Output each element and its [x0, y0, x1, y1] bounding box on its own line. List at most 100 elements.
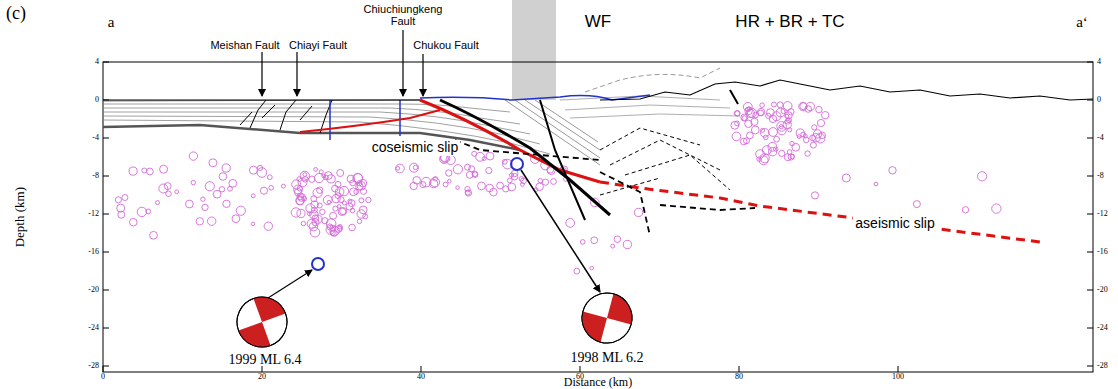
earthquake [296, 197, 304, 205]
earthquake [760, 103, 765, 108]
label: 1999 ML 6.4 [229, 352, 302, 367]
earthquake [164, 183, 171, 190]
tick-label: -4 [92, 134, 99, 143]
earthquake [313, 188, 322, 197]
earthquake [465, 187, 470, 192]
earthquake [349, 224, 356, 231]
earthquake [810, 142, 816, 148]
earthquake [536, 183, 544, 191]
earthquake [396, 167, 400, 171]
earthquake [228, 186, 233, 191]
earthquake [196, 218, 203, 225]
earthquake [913, 201, 920, 208]
earthquake [337, 170, 344, 177]
tick-label: 80 [735, 373, 743, 382]
tick [1087, 366, 1093, 367]
label: Chiuchiungkeng Fault [358, 3, 448, 27]
earthquake [784, 154, 791, 161]
earthquake [465, 164, 471, 170]
earthquake [502, 159, 507, 164]
earthquake [486, 152, 494, 160]
earthquake [186, 200, 194, 208]
earthquake [590, 266, 594, 270]
earthquake [137, 207, 146, 216]
earthquake [771, 102, 776, 107]
earthquake [294, 189, 301, 196]
tick [103, 176, 109, 177]
earthquake [797, 135, 801, 139]
earthquake [122, 195, 128, 201]
earthquake [735, 111, 740, 116]
earthquake [611, 244, 615, 248]
earthquake [430, 178, 439, 187]
earthquake [761, 129, 770, 138]
earthquake [766, 113, 771, 118]
earthquake [772, 112, 781, 121]
tick [421, 366, 422, 372]
earthquake [348, 200, 355, 207]
earthquake [566, 219, 575, 228]
earthquake [396, 164, 405, 173]
label: (c) [6, 4, 26, 24]
earthquake [236, 206, 245, 215]
earthquake [788, 128, 792, 132]
strata [103, 96, 740, 165]
earthquake [150, 231, 158, 239]
earthquake [779, 125, 783, 129]
tick-label: -24 [88, 324, 99, 333]
earthquake [420, 182, 426, 188]
earthquake [323, 196, 332, 205]
earthquake [350, 208, 355, 213]
earthquake [574, 268, 580, 274]
earthquake [792, 143, 800, 151]
earthquake [482, 157, 486, 161]
earthquake [314, 168, 318, 172]
seismicity [115, 102, 1001, 274]
hypocenters [268, 158, 600, 298]
earthquake [472, 171, 477, 176]
earthquake [366, 197, 371, 202]
earthquake [147, 168, 154, 175]
tick [739, 366, 740, 372]
earthquake [205, 182, 214, 191]
earthquake [333, 206, 338, 211]
earthquake [326, 219, 336, 229]
earthquake [734, 111, 739, 116]
ticks [103, 62, 1093, 372]
tick-label: 20 [258, 373, 266, 382]
tick [103, 252, 109, 253]
tick [103, 214, 109, 215]
earthquake [142, 168, 147, 173]
earthquake [160, 165, 168, 173]
earthquake [745, 107, 753, 115]
earthquake [258, 165, 263, 170]
earthquake [456, 186, 460, 190]
earthquake [822, 112, 829, 119]
faults [300, 90, 1040, 242]
earthquake [303, 173, 307, 177]
earthquake [327, 200, 331, 204]
earthquake [191, 180, 195, 184]
earthquake [817, 119, 824, 126]
tick [103, 138, 109, 139]
label: 1998 ML 6.2 [571, 350, 644, 365]
earthquake [889, 167, 896, 174]
earthquake [781, 109, 786, 114]
earthquake [812, 134, 820, 142]
earthquake [209, 159, 217, 167]
earthquake [297, 177, 302, 182]
tick [1087, 328, 1093, 329]
earthquake [635, 208, 643, 216]
earthquake [769, 128, 778, 137]
earthquake [448, 179, 452, 183]
earthquake [774, 136, 780, 142]
earthquake [330, 212, 337, 219]
earthquake [731, 121, 739, 129]
earthquake [338, 197, 344, 203]
earthquake [472, 172, 478, 178]
earthquake [413, 177, 421, 185]
tick-label: -20 [1097, 286, 1108, 295]
earthquake [746, 108, 750, 112]
tick [1087, 252, 1093, 253]
earthquake [623, 240, 631, 248]
